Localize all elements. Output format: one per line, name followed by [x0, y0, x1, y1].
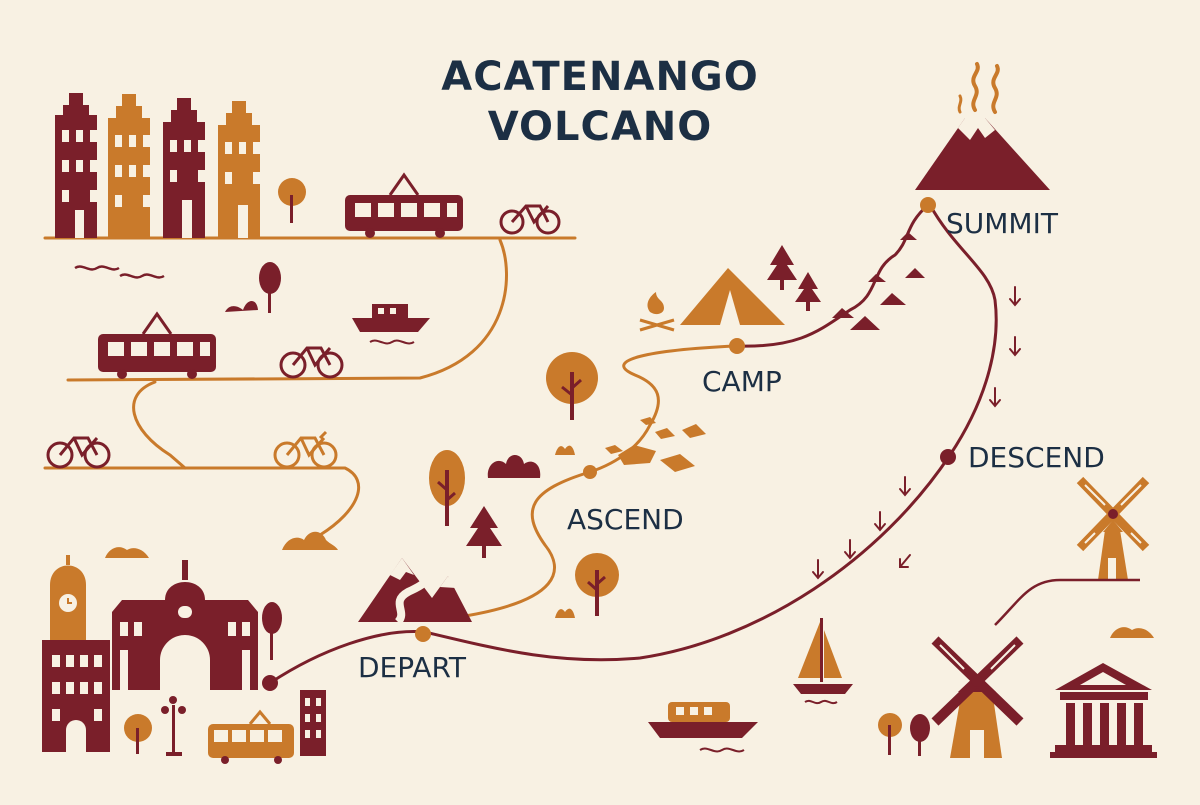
start-waypoint: [262, 675, 278, 691]
volcano-icon: [915, 62, 1050, 190]
summit-label: SUMMIT: [946, 207, 1058, 240]
canal-houses-icon: [55, 93, 260, 238]
bicycle-icon: [273, 430, 338, 469]
bird-icon: [225, 301, 258, 312]
tree-icon: [575, 553, 619, 616]
rocks-icon: [832, 232, 925, 330]
street-lamp-icon: [161, 696, 186, 756]
camp-waypoint: [729, 338, 745, 354]
clock-tower-icon: [50, 555, 86, 645]
camp-label: CAMP: [702, 365, 782, 398]
summit-waypoint: [920, 197, 936, 213]
mountain-icon: [358, 558, 472, 625]
pine-tree-icon: [767, 245, 821, 311]
tree-icon: [278, 178, 306, 223]
bird-icon: [1110, 627, 1154, 638]
campfire-icon: [639, 292, 675, 332]
ascend-waypoint: [583, 465, 597, 479]
tram-icon: [98, 311, 216, 379]
bicycle-icon: [46, 436, 111, 469]
bicycle-icon: [279, 346, 344, 379]
descend-label: DESCEND: [968, 441, 1105, 474]
map-title-line-2: VOLCANO: [487, 104, 713, 150]
palace-icon: [112, 560, 258, 690]
depart-waypoint: [415, 626, 431, 642]
tree-icon: [546, 352, 598, 420]
windmill-icon: [1076, 476, 1150, 580]
road-line: [994, 578, 1140, 626]
descent-arrows: [812, 286, 1021, 580]
tree-icon: [262, 602, 282, 660]
map-title: ACATENANGO VOLCANO: [400, 52, 800, 152]
boat-icon: [352, 304, 430, 345]
tram-icon: [345, 172, 463, 238]
ascend-label: ASCEND: [567, 503, 684, 536]
waves-icon: [74, 265, 165, 279]
tree-icon: [259, 262, 281, 313]
pine-tree-icon: [466, 506, 502, 558]
rocks-icon: [605, 417, 706, 472]
bird-icon: [105, 547, 149, 558]
depart-label: DEPART: [358, 651, 467, 684]
museum-icon: [1050, 663, 1157, 758]
bush-icon: [487, 445, 575, 478]
sailboat-icon: [793, 618, 853, 705]
building-icon: [300, 690, 326, 756]
tree-icon: [124, 714, 152, 754]
windmill-icon: [931, 636, 1024, 758]
map-title-line-1: ACATENANGO: [441, 54, 759, 100]
bus-icon: [208, 709, 294, 764]
bicycle-icon: [499, 204, 561, 235]
building-icon: [42, 640, 110, 752]
tent-icon: [680, 268, 785, 325]
boat-icon: [648, 702, 758, 753]
tree-icon: [429, 450, 465, 526]
bird-icon: [282, 531, 338, 550]
orange-route-lines: [43, 236, 737, 618]
bush-icon: [555, 608, 575, 618]
tree-icon: [878, 713, 930, 756]
descend-waypoint: [940, 449, 956, 465]
